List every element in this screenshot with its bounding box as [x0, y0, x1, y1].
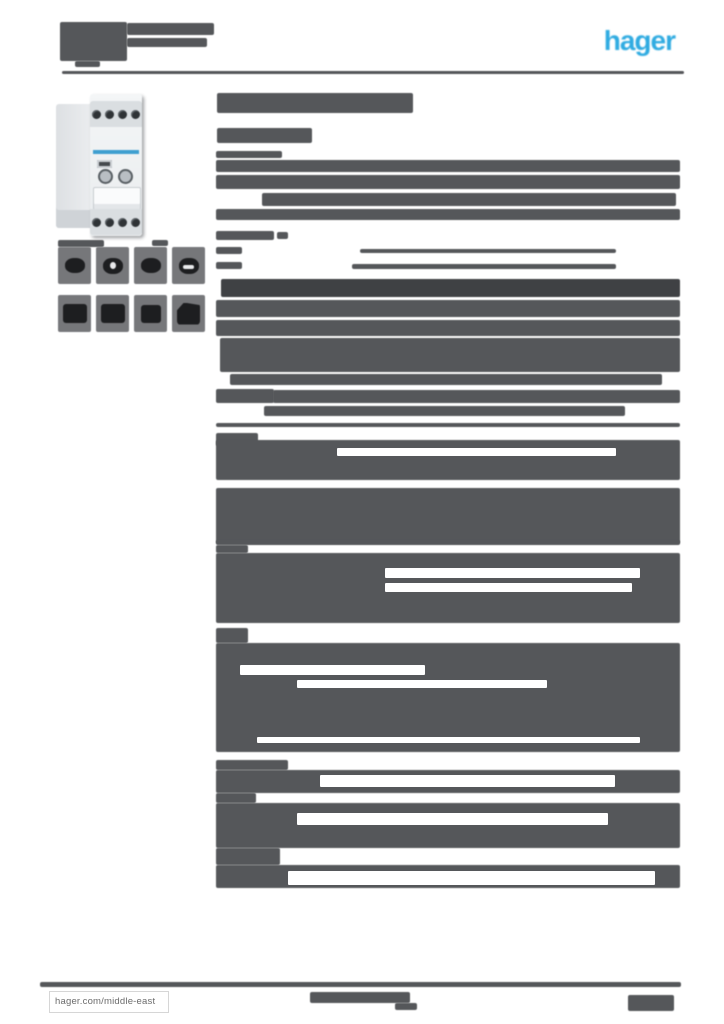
row-rule-2 — [352, 264, 616, 269]
row-gap:slot-4 — [240, 665, 425, 675]
row-gap:slot-6 — [257, 737, 640, 743]
redacted-text:section-label-1 — [216, 231, 274, 240]
product-photo — [56, 94, 148, 236]
load-type-icon-3 — [134, 247, 167, 284]
adjustment-knob — [118, 169, 133, 184]
redacted-text:header-title-block — [60, 22, 127, 61]
redacted-text:text-block-3 — [216, 488, 680, 544]
product-top-terminals — [90, 101, 142, 127]
row-rule-1 — [360, 249, 616, 253]
terminal-screw-icon — [105, 217, 114, 227]
redacted-text:intro-line-3 — [262, 193, 676, 206]
load-type-icon-7 — [134, 295, 167, 332]
load-type-icon-6 — [96, 295, 129, 332]
redacted-text:row-bar-5 — [264, 406, 625, 416]
redacted-text:footer-center-bar — [310, 992, 410, 1003]
load-type-icon-4-glyph — [178, 257, 199, 274]
redacted-text:intro-label — [216, 151, 282, 158]
redacted-text:header-title-line-1 — [127, 23, 214, 35]
product-bottom-terminals — [90, 209, 142, 235]
terminal-screw-icon — [131, 217, 140, 227]
terminal-screw-icon — [92, 217, 101, 227]
label-plate — [93, 187, 141, 210]
row-gap:slot-1 — [337, 448, 616, 456]
load-type-icon-4 — [172, 247, 205, 284]
load-type-icon-5 — [58, 295, 91, 332]
redacted-text:row-dark-1 — [221, 279, 680, 297]
row-gap:slot-9 — [288, 871, 655, 885]
brand-stripe — [93, 150, 139, 154]
indicator-window — [97, 160, 112, 168]
product-photo-side-face — [56, 104, 94, 228]
redacted-text:row-stub-2 — [216, 262, 242, 269]
terminal-screw-icon — [131, 109, 140, 119]
row-rule-3 — [216, 423, 680, 427]
load-type-icon-1-glyph — [64, 258, 85, 273]
terminal-screw-icon — [118, 109, 127, 119]
redacted-text:product-ref — [217, 128, 312, 143]
row-gap:slot-8 — [297, 813, 608, 825]
redacted-text:product-title — [217, 93, 413, 113]
redacted-text:row-bar-1 — [216, 300, 680, 317]
redacted-text:row-bar-3 — [230, 374, 662, 385]
hager-logo: hager — [603, 25, 676, 56]
redacted-text:row-bar-6 — [216, 540, 680, 545]
redacted-text:text-block-7 — [216, 803, 680, 848]
load-type-icon-7-glyph — [140, 304, 161, 323]
redacted-text:row-stub-3 — [216, 545, 248, 553]
load-type-icon-2 — [96, 247, 129, 284]
load-type-icon-8-glyph — [177, 302, 200, 325]
redacted-text:row-stub-6 — [216, 793, 256, 803]
product-photo-front-face — [90, 94, 142, 236]
row-gap:slot-3 — [385, 583, 632, 592]
redacted-text:row-bar-2 — [216, 320, 680, 336]
redacted-text:product-caption-1 — [58, 240, 104, 247]
adjustment-knob — [98, 169, 113, 184]
redacted-text:header-title-line-2 — [127, 38, 207, 47]
redacted-text:text-block-1 — [220, 338, 680, 372]
redacted-text:section-mark-1 — [277, 232, 288, 239]
redacted-text:text-block-5 — [216, 643, 680, 752]
load-type-icon-1 — [58, 247, 91, 284]
redacted-text:row-stub-1 — [216, 247, 242, 254]
redacted-text:intro-line-1 — [216, 160, 680, 172]
load-type-icon-8 — [172, 295, 205, 332]
redacted-text:intro-line-2 — [216, 175, 680, 189]
redacted-text:row-stub-5 — [216, 760, 288, 770]
footer-rule — [40, 982, 681, 987]
redacted-text:footer-page-badge — [628, 995, 674, 1011]
redacted-text:intro-line-4 — [216, 209, 680, 220]
footer-website-box[interactable]: hager.com/middle-east — [49, 991, 169, 1013]
redacted-text:row-bar-4 — [273, 390, 680, 403]
row-gap:slot-2 — [385, 568, 640, 578]
load-type-icon-2-glyph — [102, 257, 123, 274]
terminal-screw-icon — [105, 109, 114, 119]
redacted-text:header-title-tail — [75, 61, 100, 67]
redacted-text:product-caption-2 — [152, 240, 168, 246]
terminal-screw-icon — [118, 217, 127, 227]
load-type-icon-6-glyph — [100, 304, 125, 323]
redacted-text:row-stub-7 — [216, 848, 280, 865]
row-gap:slot-5 — [297, 680, 547, 688]
redacted-text:row-label-2 — [216, 389, 274, 403]
load-type-icon-5-glyph — [62, 304, 87, 323]
header-rule — [62, 71, 684, 74]
redacted-text:footer-center-tail — [395, 1003, 417, 1010]
redacted-text:text-block-2 — [216, 440, 680, 480]
load-type-icon-3-glyph — [140, 258, 161, 273]
redacted-text:row-stub-4 — [216, 628, 248, 643]
terminal-screw-icon — [92, 109, 101, 119]
row-gap:slot-7 — [320, 775, 615, 787]
